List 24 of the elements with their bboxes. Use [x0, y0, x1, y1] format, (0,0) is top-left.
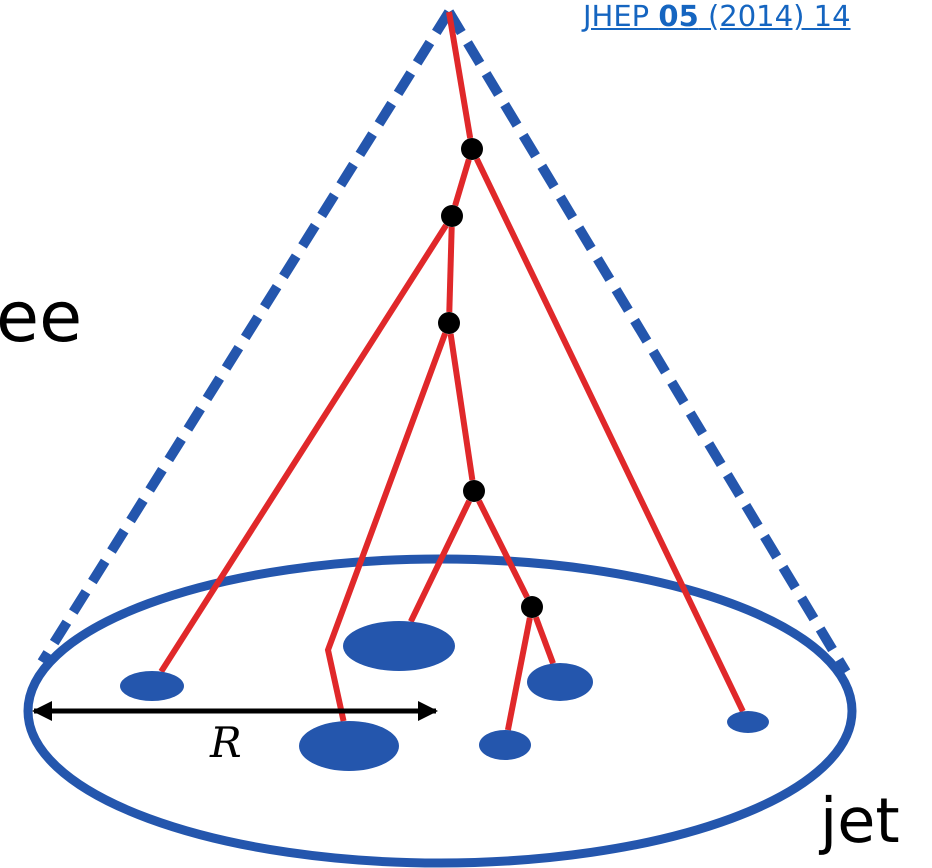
- branching-vertex: [521, 596, 543, 618]
- branching-vertex: [463, 480, 485, 502]
- branching-vertex: [441, 205, 463, 227]
- branch-line: [452, 158, 472, 206]
- branch-line: [324, 332, 448, 722]
- branch-line: [408, 500, 472, 623]
- particle-deposit: [343, 621, 455, 671]
- branch-line: [446, 12, 474, 139]
- particle-deposit: [527, 663, 593, 701]
- branch-line: [476, 500, 530, 598]
- branch-line: [446, 226, 455, 312]
- branch-line: [158, 224, 449, 674]
- branching-vertex: [438, 312, 460, 334]
- radius-label: R: [210, 722, 242, 764]
- branch-line: [474, 158, 746, 713]
- particle-deposit: [120, 671, 184, 701]
- particle-deposit: [727, 711, 769, 733]
- branch-line: [504, 617, 533, 731]
- particle-deposit: [299, 721, 399, 771]
- particle-deposit: [479, 730, 531, 760]
- citation-link: JHEP 05 (2014) 14: [583, 2, 851, 31]
- branching-vertex: [461, 138, 483, 160]
- branch-line: [448, 333, 476, 481]
- branch-line: [533, 616, 556, 664]
